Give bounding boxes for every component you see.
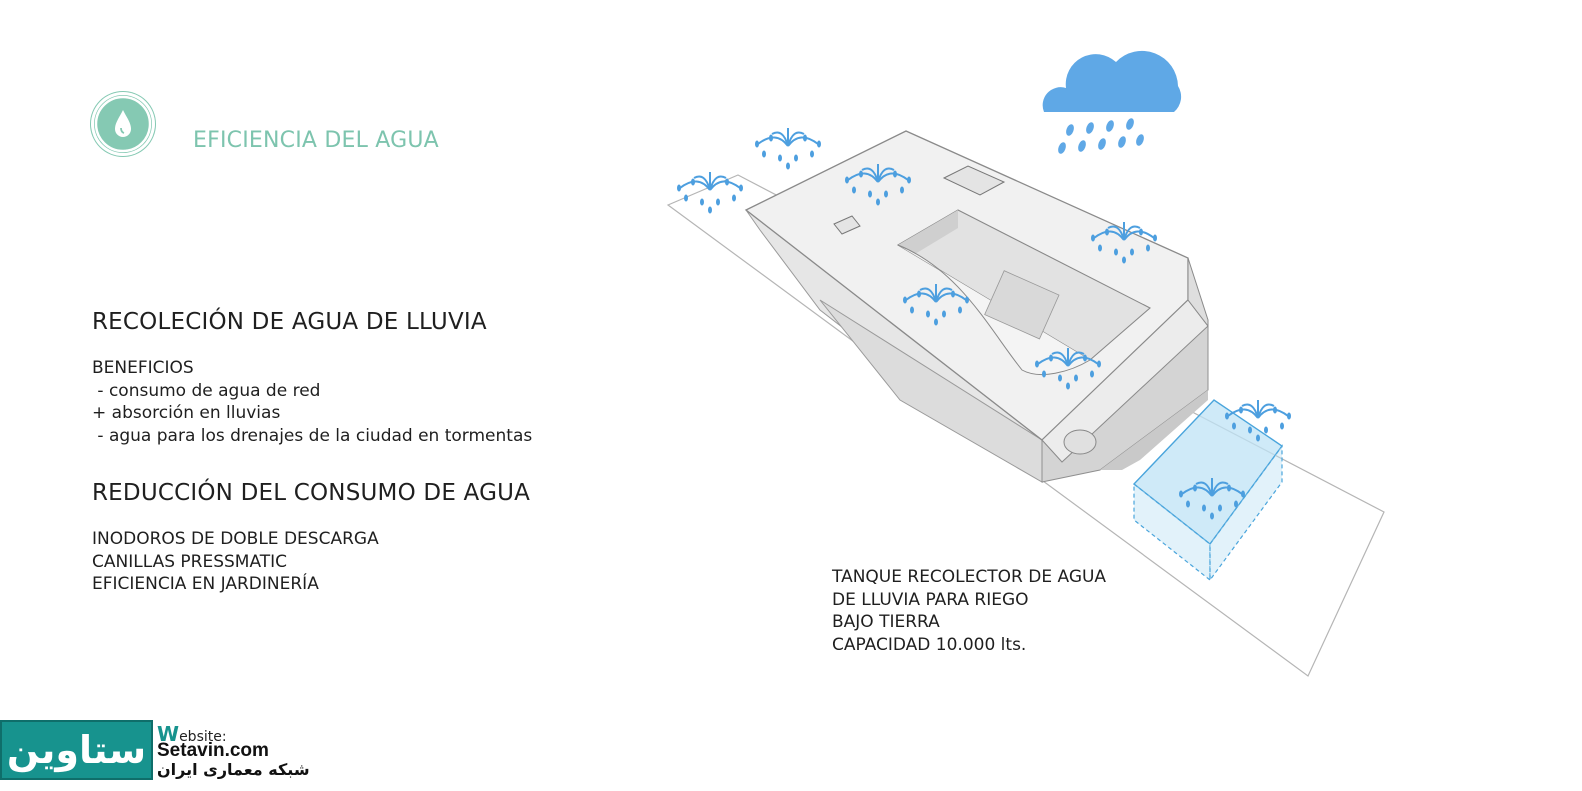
list-item: + absorción en lluvias <box>92 403 281 423</box>
water-efficiency-badge <box>91 92 155 156</box>
rainwater-list: BENEFICIOS - consumo de agua de red + ab… <box>92 357 532 447</box>
website-url[interactable]: Setavin.com <box>157 740 269 761</box>
water-drop-icon <box>94 95 152 153</box>
section-title: EFICIENCIA DEL AGUA <box>193 128 439 153</box>
list-item: - agua para los drenajes de la ciudad en… <box>92 425 533 446</box>
list-item: BENEFICIOS <box>92 358 194 378</box>
website-label: Website: <box>157 722 227 746</box>
rainwater-heading: RECOLECIÓN DE AGUA DE LLUVIA <box>92 309 487 335</box>
tank-icon <box>1132 399 1283 582</box>
setavin-logo: ستاوین <box>0 720 153 780</box>
reduction-list: INODOROS DE DOBLE DESCARGA CANILLAS PRES… <box>92 528 379 596</box>
list-item: CANILLAS PRESSMATIC <box>92 551 288 572</box>
caption-line: TANQUE RECOLECTOR DE AGUA <box>832 567 1107 587</box>
house-axonometric-diagram <box>666 50 1385 677</box>
reduction-heading: REDUCCIÓN DEL CONSUMO DE AGUA <box>92 480 531 506</box>
tank-caption: TANQUE RECOLECTOR DE AGUA DE LLUVIA PARA… <box>832 566 1106 656</box>
list-item: - consumo de agua de red <box>92 380 321 401</box>
caption-line: BAJO TIERRA <box>832 612 940 632</box>
list-item: EFICIENCIA EN JARDINERÍA <box>92 574 319 594</box>
caption-line: DE LLUVIA PARA RIEGO <box>832 589 1029 610</box>
list-item: INODOROS DE DOBLE DESCARGA <box>92 529 379 549</box>
caption-line: CAPACIDAD 10.000 lts. <box>832 634 1027 655</box>
website-subtitle: شبکه معماری ایران <box>157 760 310 779</box>
sprinkler-icon <box>754 127 822 171</box>
rain-cloud-icon <box>1042 50 1182 154</box>
